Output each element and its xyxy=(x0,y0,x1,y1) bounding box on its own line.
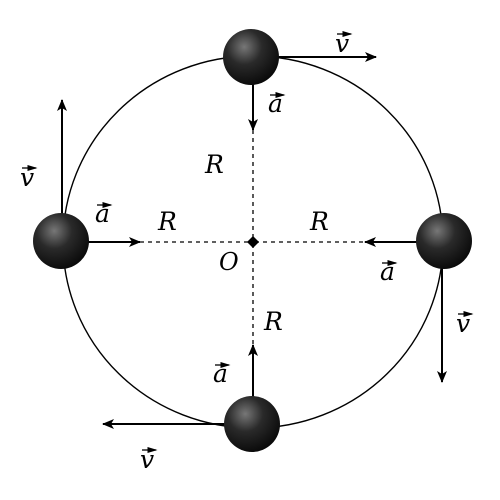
acceleration-symbol-right: a xyxy=(380,257,395,286)
acceleration-label-bottom: a xyxy=(213,359,231,388)
acceleration-label-left: a xyxy=(95,199,113,228)
ball-top xyxy=(223,29,279,85)
radius-label-right: R xyxy=(309,207,329,236)
acceleration-symbol-left: a xyxy=(95,199,110,228)
velocity-label-bottom: v xyxy=(140,445,158,474)
acceleration-symbol-top: a xyxy=(268,89,283,118)
velocity-label-left: v xyxy=(20,163,38,192)
velocity-label-right: v xyxy=(456,309,474,338)
ball-left xyxy=(33,213,89,269)
radius-label-top: R xyxy=(204,150,224,179)
velocity-label-top: v xyxy=(335,29,353,58)
ball-right xyxy=(416,213,472,269)
ball-bottom xyxy=(224,396,280,452)
acceleration-label-right: a xyxy=(380,257,398,286)
center-point xyxy=(247,236,259,248)
center-label: O xyxy=(219,248,239,276)
acceleration-symbol-bottom: a xyxy=(213,359,228,388)
acceleration-label-top: a xyxy=(268,89,286,118)
radius-label-bottom: R xyxy=(263,307,283,336)
radius-label-left: R xyxy=(157,207,177,236)
